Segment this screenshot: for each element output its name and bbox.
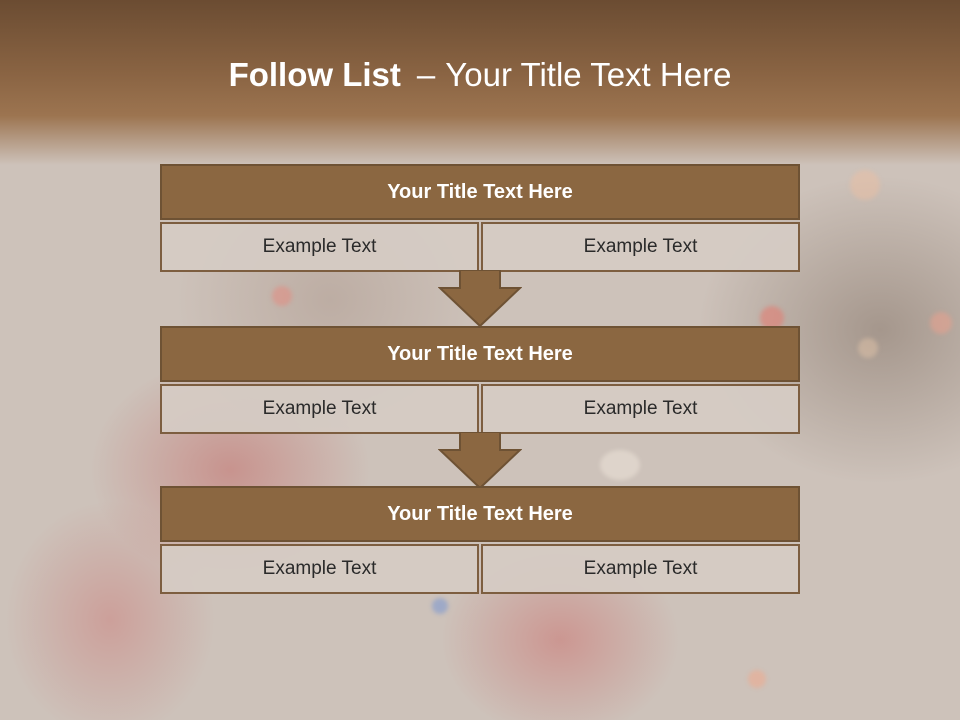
block-title: Your Title Text Here	[160, 326, 800, 382]
block-cell-left: Example Text	[160, 544, 479, 594]
list-block-3: Your Title Text Here Example Text Exampl…	[160, 486, 800, 594]
bokeh-light	[748, 670, 766, 688]
slide-title-bold: Follow List	[228, 56, 401, 93]
down-arrow-icon	[438, 270, 522, 328]
list-block-2: Your Title Text Here Example Text Exampl…	[160, 326, 800, 434]
block-cell-right: Example Text	[481, 222, 800, 272]
bokeh-light	[272, 286, 292, 306]
block-title: Your Title Text Here	[160, 486, 800, 542]
block-row: Example Text Example Text	[160, 222, 800, 272]
block-cell-left: Example Text	[160, 384, 479, 434]
bokeh-light	[432, 598, 448, 614]
block-cell-right: Example Text	[481, 544, 800, 594]
bokeh-light	[930, 312, 952, 334]
block-cell-right: Example Text	[481, 384, 800, 434]
bokeh-light	[600, 450, 640, 480]
bokeh-light	[850, 170, 880, 200]
slide-title: Follow List–Your Title Text Here	[0, 56, 960, 94]
slide-title-separator: –	[416, 56, 436, 93]
bokeh-light	[858, 338, 878, 358]
block-row: Example Text Example Text	[160, 384, 800, 434]
block-title: Your Title Text Here	[160, 164, 800, 220]
block-cell-left: Example Text	[160, 222, 479, 272]
block-row: Example Text Example Text	[160, 544, 800, 594]
slide-title-rest: Your Title Text Here	[445, 56, 732, 93]
list-block-1: Your Title Text Here Example Text Exampl…	[160, 164, 800, 272]
down-arrow-icon	[438, 432, 522, 490]
header-band	[0, 0, 960, 165]
